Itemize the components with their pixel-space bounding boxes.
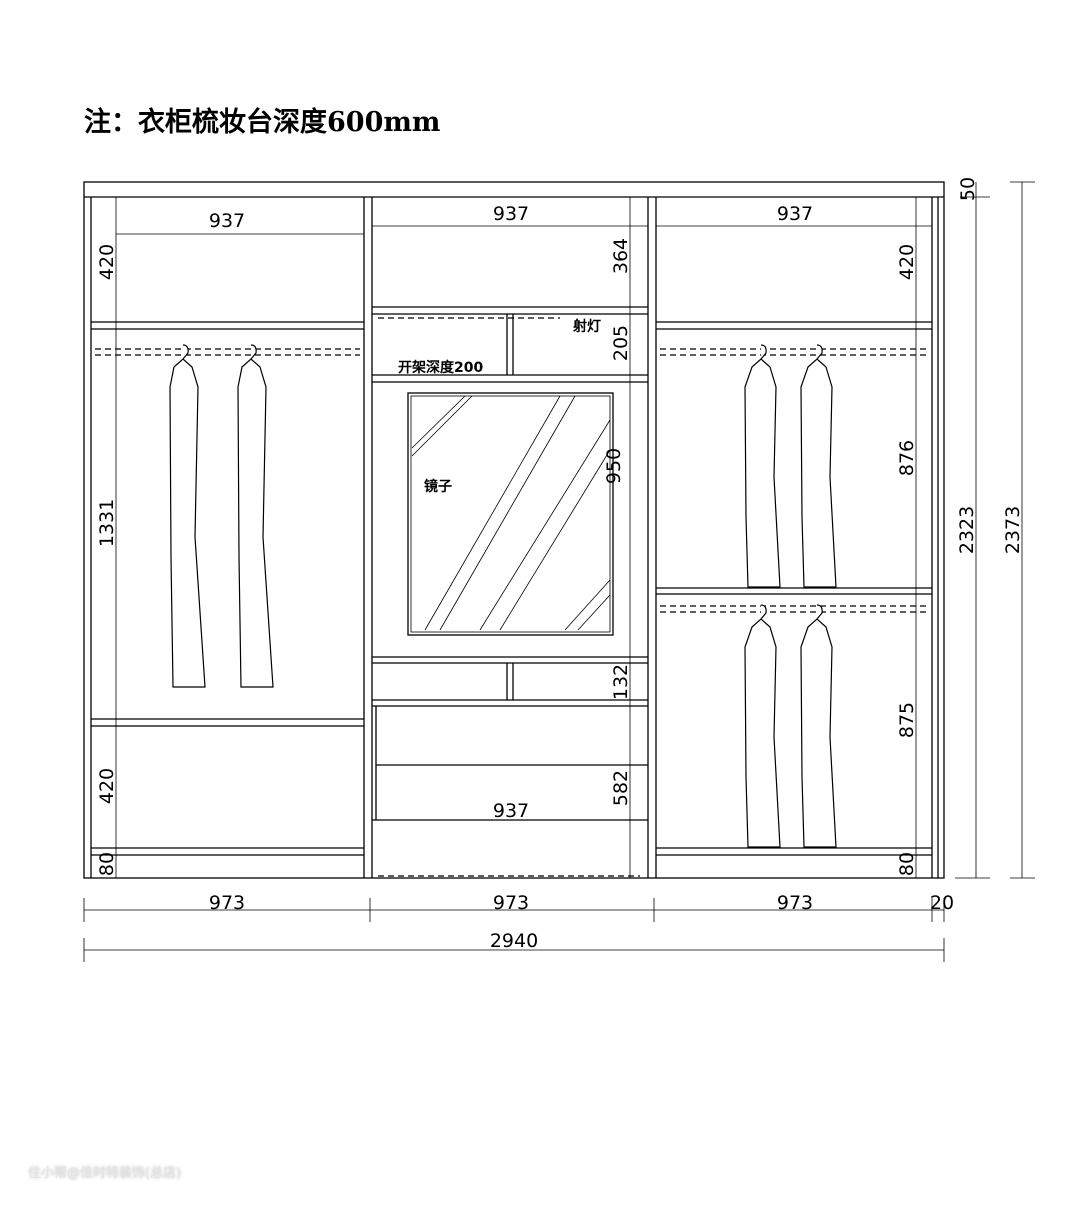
dim-right-top-width: 937: [777, 203, 813, 225]
dim-mid-lower-height: 582: [610, 770, 632, 806]
dim-left-hang-height: 1331: [96, 499, 118, 547]
dim-inner-height: 2323: [956, 506, 978, 554]
dim-mid-light-height: 205: [610, 325, 632, 361]
dim-left-plinth: 80: [96, 852, 118, 876]
mirror: [407, 392, 614, 636]
dim-left-top-width: 937: [209, 210, 245, 232]
dim-mid-top-width: 937: [493, 203, 529, 225]
dim-left-section-width: 973: [209, 892, 245, 914]
dimension-lines: [83, 181, 1035, 962]
middle-vanity-section: [372, 306, 648, 877]
watermark: 住小帮@佳时特装饰(总店): [28, 1166, 182, 1181]
dim-top-board: 50: [957, 177, 979, 201]
dim-right-top-height: 420: [896, 244, 918, 280]
garment-icon: [744, 344, 781, 588]
dim-side-panel: 20: [930, 892, 954, 914]
dim-left-top-height: 420: [96, 244, 118, 280]
spotlight-label: 射灯: [572, 318, 601, 335]
dim-right-upper-hang: 876: [896, 440, 918, 476]
open-shelf-depth-label: 开架深度200: [398, 359, 483, 376]
garment-icon: [169, 344, 206, 688]
mirror-label: 镜子: [424, 478, 452, 495]
dim-mirror-height: 950: [603, 448, 625, 484]
dim-total-height: 2373: [1002, 506, 1024, 554]
dim-left-bottom-height: 420: [96, 768, 118, 804]
right-section: [656, 321, 932, 856]
dim-right-section-width: 973: [777, 892, 813, 914]
dim-mid-drawer-height: 132: [610, 664, 632, 700]
hanging-garments: [169, 344, 837, 848]
dim-mid-top-height: 364: [610, 238, 632, 274]
dim-right-plinth: 80: [896, 852, 918, 876]
garment-icon: [744, 604, 781, 848]
dim-mid-section-width: 973: [493, 892, 529, 914]
dim-mid-lower-width: 937: [493, 800, 529, 822]
drawing-note-title: 注：衣柜梳妆台深度600mm: [84, 107, 441, 138]
garment-icon: [800, 604, 837, 848]
dim-total-width: 2940: [490, 930, 538, 952]
garment-icon: [800, 344, 837, 588]
garment-icon: [237, 344, 274, 688]
dim-right-lower-hang: 875: [896, 702, 918, 738]
left-section: [91, 321, 364, 856]
